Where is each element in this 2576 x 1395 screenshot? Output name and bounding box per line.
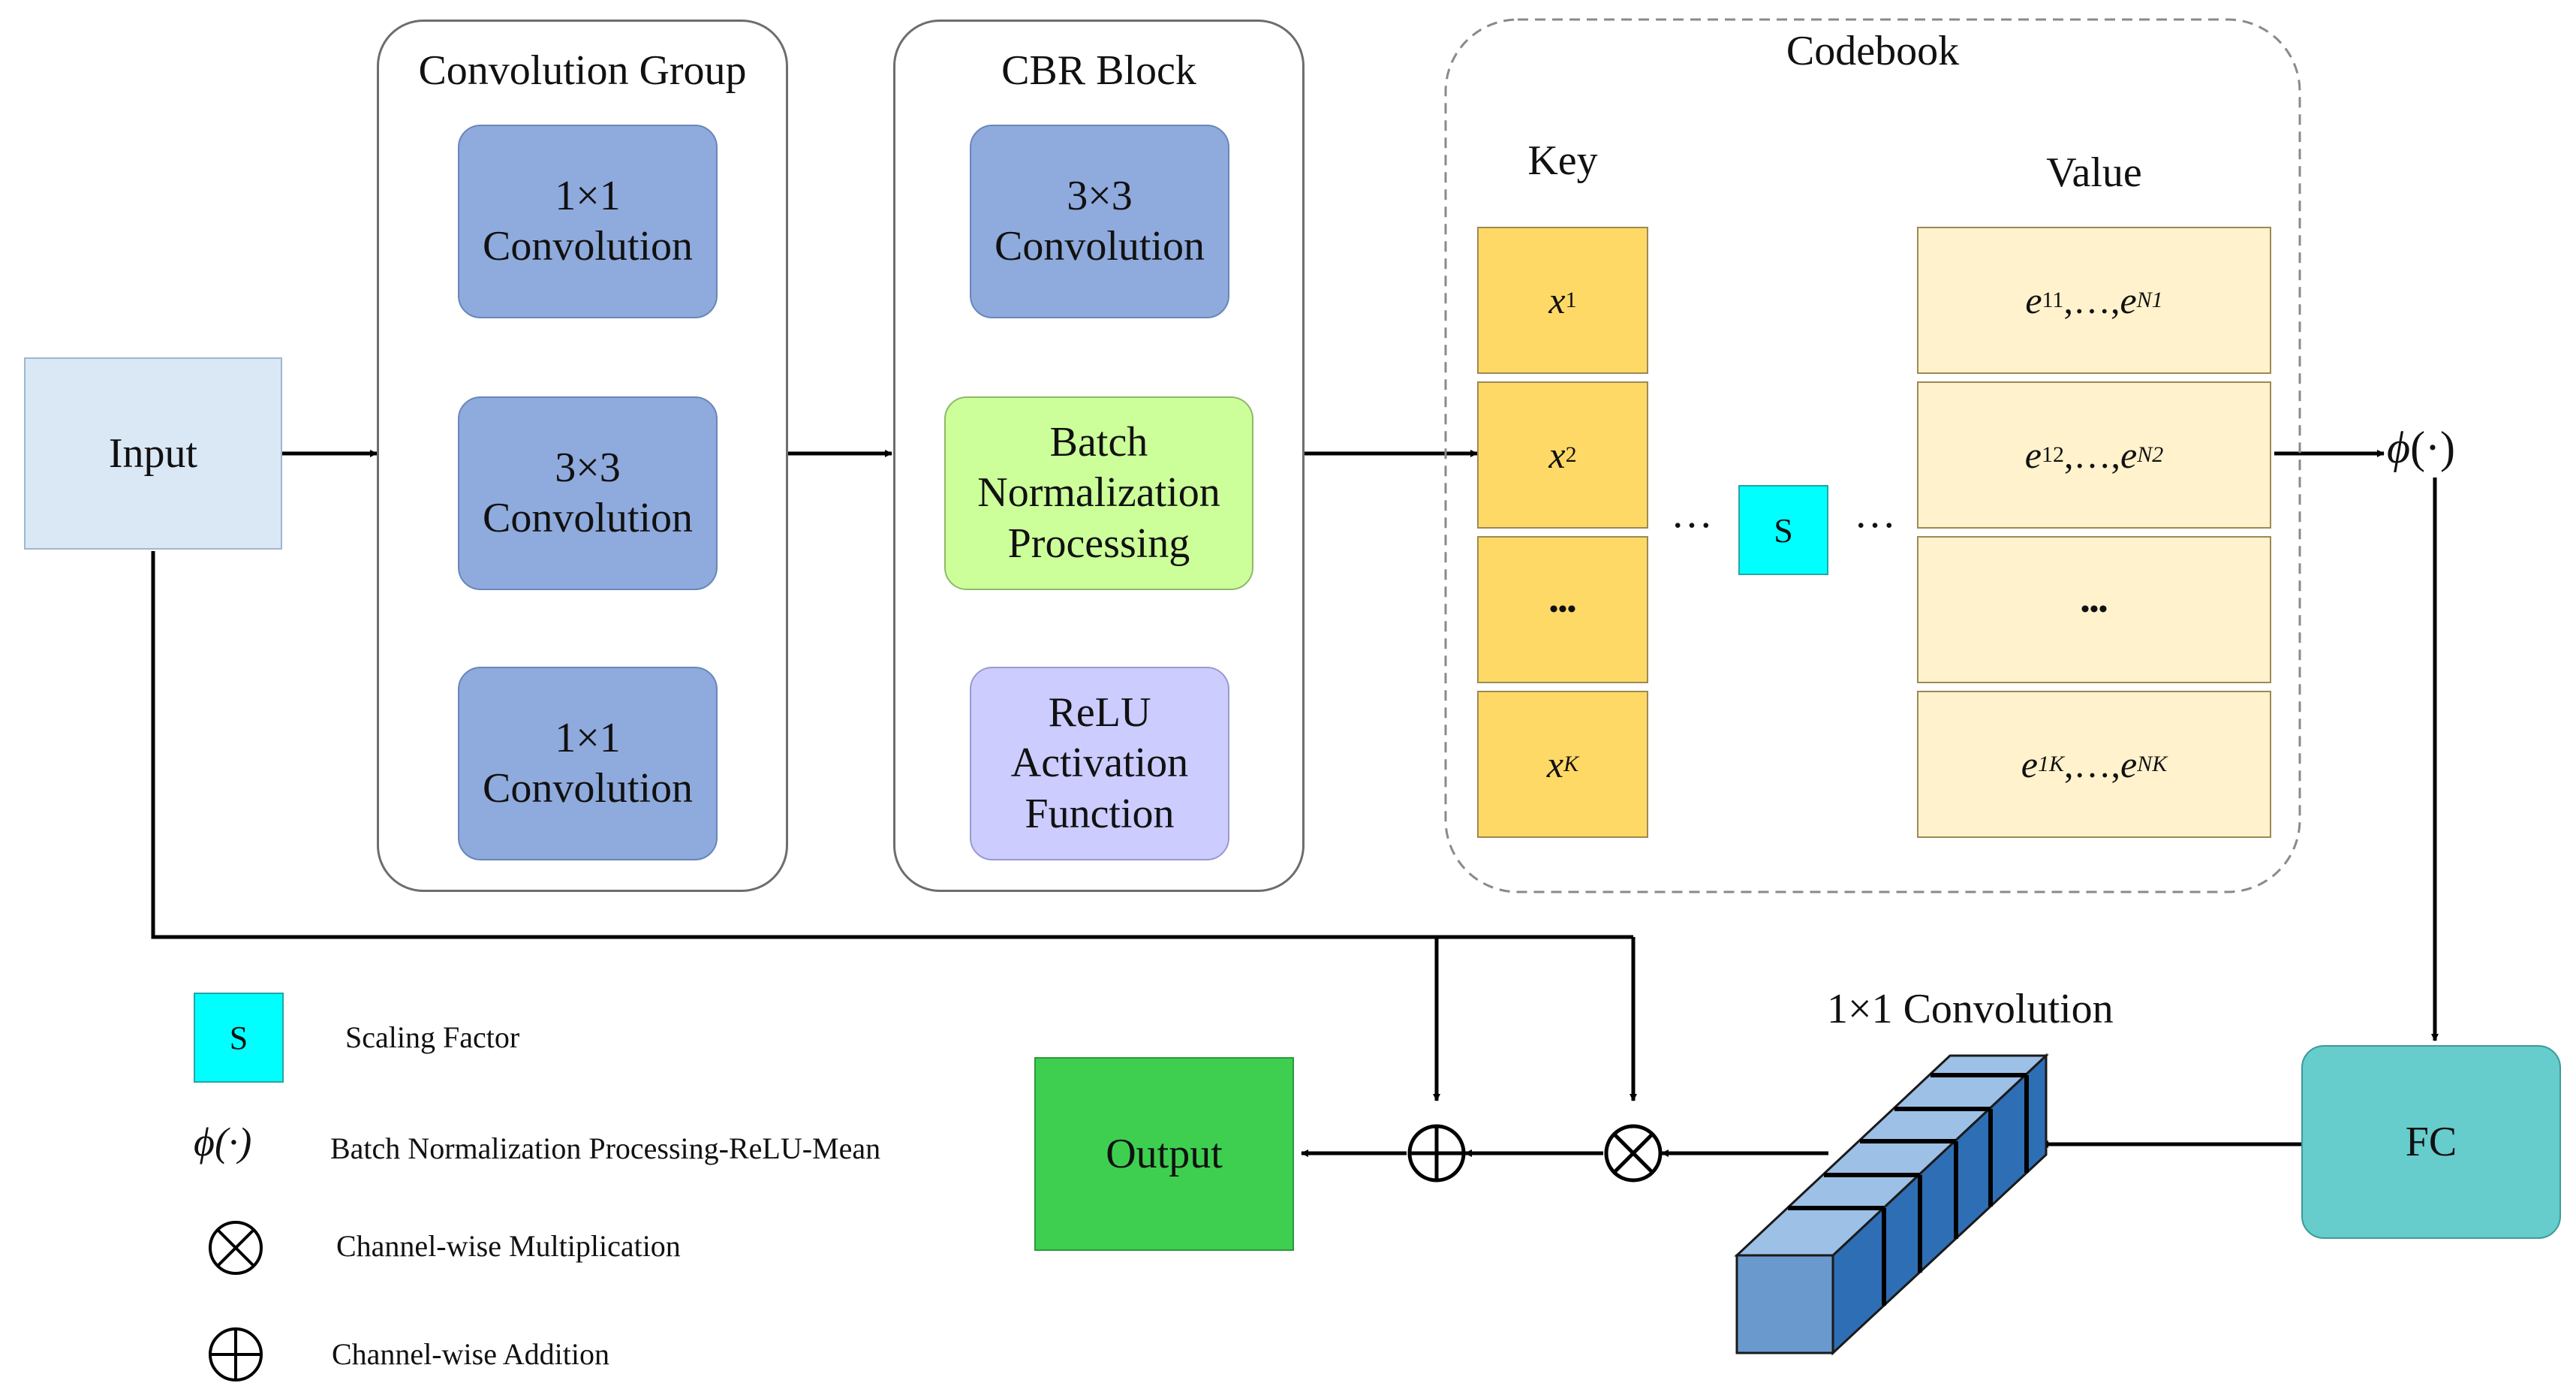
conv-size: 3×3: [1067, 172, 1133, 219]
codebook-ellipsis-right: …: [1854, 490, 1896, 537]
output-label: Output: [1106, 1131, 1223, 1177]
codebook-container: [1444, 18, 2301, 893]
bn-line1: Batch: [1049, 419, 1148, 466]
conv1x1-tensor-icon: [1734, 1053, 2049, 1356]
value-symbol: e: [2120, 434, 2138, 476]
value-cell-dots: •••: [1917, 536, 2271, 683]
key-symbol: x: [1546, 743, 1564, 785]
value-symbol: e: [2024, 434, 2042, 476]
key-subscript: K: [1563, 752, 1579, 776]
key-symbol: x: [1548, 279, 1566, 321]
conv-type: Convolution: [994, 223, 1205, 270]
phi-function-label: ϕ(·): [2387, 422, 2455, 474]
value-symbol: e: [2120, 279, 2137, 321]
key-label: Key: [1527, 137, 1598, 184]
legend-scale-icon: S: [194, 993, 284, 1083]
input-label: Input: [108, 430, 198, 477]
value-subscript: 12: [2041, 442, 2064, 467]
value-subscript: 11: [2042, 288, 2064, 312]
key-subscript: 2: [1565, 442, 1577, 467]
conv-size: 1×1: [555, 172, 621, 219]
bn-line2: Normalization: [977, 469, 1220, 517]
value-symbol: e: [2025, 279, 2042, 321]
key-cell-dots: •••: [1477, 536, 1648, 683]
scaling-factor-box: S: [1738, 485, 1828, 575]
codebook-title: Codebook: [1786, 28, 1960, 74]
value-subscript: N1: [2136, 288, 2163, 312]
relu-line2: Activation: [1010, 740, 1189, 787]
value-label: Value: [2046, 149, 2142, 196]
conv-size: 3×3: [555, 444, 621, 491]
fc-node: FC: [2301, 1045, 2561, 1239]
input-node: Input: [24, 357, 282, 550]
value-symbol: e: [2021, 743, 2038, 785]
legend-scale-symbol: S: [229, 1019, 248, 1056]
value-separator: ,…,: [2063, 743, 2120, 785]
value-ellipsis: •••: [2081, 595, 2108, 623]
legend-multiply-text: Channel-wise Multiplication: [336, 1229, 681, 1263]
key-ellipsis: •••: [1549, 595, 1576, 623]
conv-type: Convolution: [482, 765, 694, 812]
skip-connection-line: [151, 551, 1633, 939]
legend-phi-text: Batch Normalization Processing-ReLU-Mean: [330, 1131, 881, 1165]
scale-label: S: [1774, 511, 1793, 550]
fc-label: FC: [2405, 1119, 2457, 1165]
key-symbol: x: [1548, 434, 1566, 476]
legend-multiply-icon: [209, 1221, 263, 1275]
value-subscript: N2: [2137, 442, 2164, 467]
legend-add-icon: [209, 1327, 263, 1381]
add-operator-icon: [1407, 1124, 1466, 1183]
phi-symbol: ϕ: [2387, 423, 2411, 472]
value-subscript: NK: [2137, 752, 2168, 776]
relu-line1: ReLU: [1048, 689, 1151, 737]
multiply-operator-icon: [1604, 1124, 1663, 1183]
legend-add-text: Channel-wise Addition: [332, 1337, 609, 1371]
cbr-block-title: CBR Block: [1001, 47, 1196, 94]
relu-line3: Function: [1025, 790, 1175, 837]
value-separator: ,…,: [2063, 279, 2120, 321]
conv1x1-label: 1×1 Convolution: [1827, 986, 2114, 1032]
conv-type: Convolution: [482, 495, 694, 541]
codebook-ellipsis-left: …: [1671, 490, 1713, 537]
legend-scale-text: Scaling Factor: [345, 1020, 520, 1054]
legend-phi-symbol: ϕ(·): [194, 1119, 252, 1165]
conv-size: 1×1: [555, 714, 621, 761]
value-subscript: 1K: [2037, 752, 2064, 776]
convolution-group-title: Convolution Group: [418, 47, 747, 94]
phi-paren: (·): [2410, 423, 2456, 472]
key-subscript: 1: [1565, 288, 1577, 312]
bn-line3: Processing: [1007, 520, 1190, 567]
output-node: Output: [1034, 1057, 1294, 1251]
value-separator: ,…,: [2063, 434, 2120, 476]
conv-type: Convolution: [482, 223, 694, 270]
value-symbol: e: [2120, 743, 2138, 785]
